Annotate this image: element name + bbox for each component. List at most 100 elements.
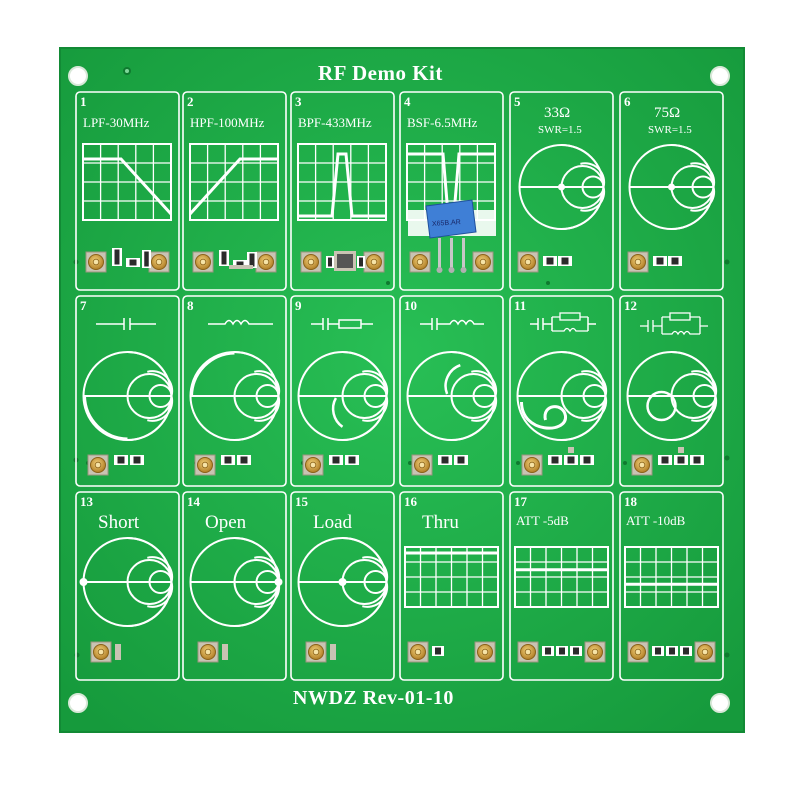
- cell-name: ATT -5dB: [516, 513, 569, 528]
- cell-components: [517, 641, 606, 663]
- cell-components: [197, 641, 228, 663]
- cell-components: [87, 454, 144, 476]
- sma-connector-out: [148, 251, 170, 273]
- sma-connector: [517, 641, 539, 663]
- cell-number: 11: [514, 298, 527, 313]
- smd-component: [454, 455, 468, 465]
- blue-trimmer-capacitor: [408, 199, 496, 273]
- cell-name: BSF-6.5MHz: [407, 115, 478, 130]
- cell-components: [302, 454, 359, 476]
- cell-frame: [399, 295, 504, 487]
- cell-name: Load: [313, 512, 353, 533]
- cell-number: 10: [404, 298, 417, 313]
- cell-name: Short: [98, 512, 140, 533]
- cell-number: 14: [187, 494, 200, 509]
- smd-component: [438, 455, 452, 465]
- cell-number: 7: [80, 298, 87, 313]
- cell-graphic-smith-load: [297, 537, 389, 627]
- cell-frame: [290, 91, 395, 291]
- cell-frame: [182, 295, 287, 487]
- smd-component: [548, 455, 562, 465]
- smd-component: [219, 250, 229, 266]
- cell-frame: [509, 91, 614, 291]
- cell-graphic-smith-open: [189, 537, 283, 627]
- cell-components: [517, 251, 572, 273]
- cell-number: 1: [80, 94, 87, 109]
- cell-frame: [399, 91, 504, 291]
- cell-graphic-smith-chart: [628, 144, 716, 230]
- cell-swr: SWR=1.5: [648, 124, 692, 136]
- cell-graphic-att-grid: [514, 546, 609, 608]
- pcb-body: [59, 47, 745, 733]
- cell-number: 9: [295, 298, 302, 313]
- cell-components: [407, 641, 496, 663]
- cell-frame: [75, 91, 180, 291]
- cell-components: [192, 250, 277, 273]
- smd-component: [112, 248, 122, 266]
- cell-graphic-hpf-grid: [188, 143, 279, 221]
- cell-number: 6: [624, 94, 631, 109]
- cell-name: 33Ω: [544, 105, 571, 121]
- smd-component: [114, 455, 128, 465]
- cell-graphic-smith-short: [79, 537, 174, 627]
- sma-connector-in: [409, 251, 431, 273]
- smd-component: [653, 256, 667, 266]
- smd-component: [221, 455, 235, 465]
- cell-components: [627, 641, 716, 663]
- sma-connector: [631, 454, 653, 476]
- sma-connector-in: [300, 251, 322, 273]
- cell-number: 3: [295, 94, 302, 109]
- sma-connector-in: [192, 251, 214, 273]
- cell-frame: [75, 491, 180, 681]
- cell-components: [305, 641, 336, 663]
- smd-component: [564, 455, 578, 465]
- cell-number: 12: [624, 298, 637, 313]
- smd-component: [680, 646, 692, 656]
- cell-number: 16: [404, 494, 417, 509]
- cell-components: [85, 248, 170, 273]
- sma-connector: [627, 251, 649, 273]
- cell-components: [194, 454, 251, 476]
- cell-swr: SWR=1.5: [538, 124, 582, 136]
- mounting-holes: [68, 66, 730, 713]
- cell-frame: [509, 295, 614, 487]
- sma-connector: [194, 454, 216, 476]
- sma-connector: [407, 641, 429, 663]
- cell-number: 4: [404, 94, 411, 109]
- smd-component: [558, 256, 572, 266]
- sma-connector: [302, 454, 324, 476]
- cell-graphic-smith-rl: [406, 318, 498, 441]
- smd-component: [345, 455, 359, 465]
- sma-connector: [474, 641, 496, 663]
- cell-components: [411, 454, 468, 476]
- sma-connector-out: [472, 251, 494, 273]
- sma-connector-in: [85, 251, 107, 273]
- cell-frame: [619, 491, 724, 681]
- cell-graphic-lpf-grid: [82, 143, 173, 221]
- cell-graphic-smith-chart: [518, 144, 606, 230]
- sma-connector: [517, 251, 539, 273]
- sma-connector-out: [255, 251, 277, 273]
- cell-frame: [619, 295, 724, 487]
- cell-name: 75Ω: [654, 105, 681, 121]
- cell-components: [631, 447, 704, 476]
- smd-component: [570, 646, 582, 656]
- smd-component: [668, 256, 682, 266]
- cell-number: 13: [80, 494, 93, 509]
- cell-name: HPF-100MHz: [190, 115, 265, 130]
- cell-frame: [509, 491, 614, 681]
- smd-component: [690, 455, 704, 465]
- cell-graphic-thru-grid: [404, 546, 499, 608]
- cell-number: 18: [624, 494, 637, 509]
- smd-component: [326, 256, 334, 268]
- sma-connector-out: [363, 251, 385, 273]
- components: [85, 199, 716, 663]
- smd-component: [329, 455, 343, 465]
- smd-component: [543, 256, 557, 266]
- cell-name: Thru: [422, 512, 459, 533]
- sma-connector: [87, 454, 109, 476]
- smd-component: [233, 260, 247, 269]
- cell-number: 2: [187, 94, 194, 109]
- cell-number: 17: [514, 494, 527, 509]
